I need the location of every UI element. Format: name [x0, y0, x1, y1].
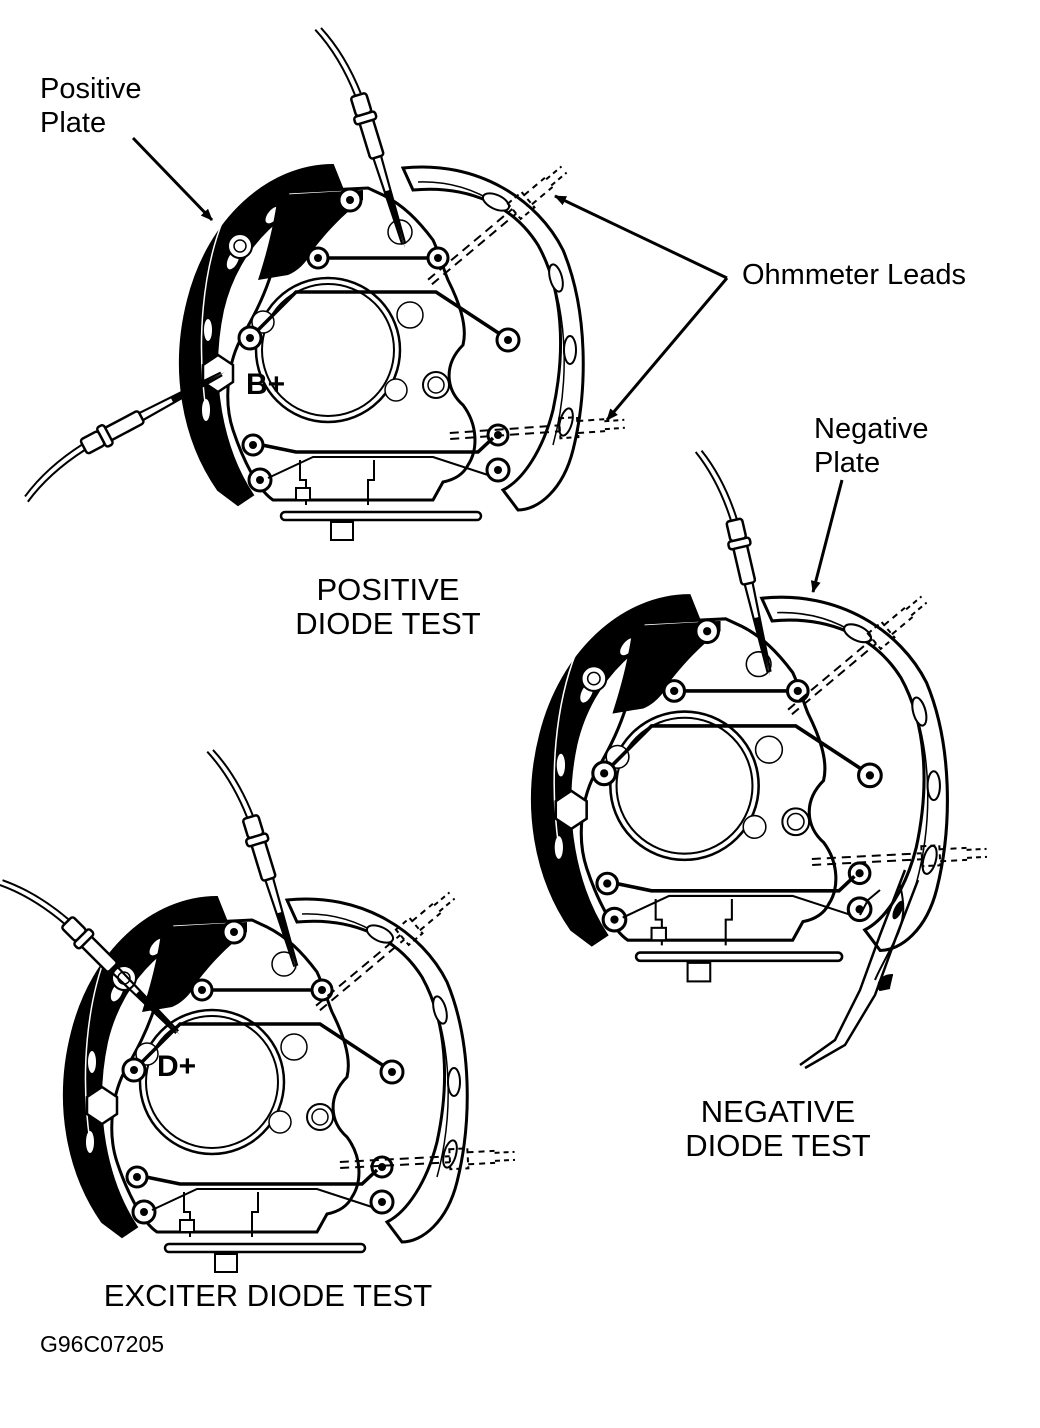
panel-positive-diode-test: B+ POSITIVE DIODE TEST	[11, 18, 627, 641]
callout-positive-plate-line2: Plate	[40, 107, 106, 139]
arrow-ohmmeter-lead-upper	[554, 194, 728, 280]
alligator-clip-lead	[799, 869, 920, 1070]
arrow-negative-plate	[810, 479, 844, 593]
rectifier-assembly-positive	[178, 163, 585, 542]
callout-positive-plate-line1: Positive	[40, 73, 142, 105]
callout-negative-plate-line1: Negative	[814, 413, 928, 445]
caption-exciter: EXCITER DIODE TEST	[104, 1278, 432, 1313]
dashed-lead-lower-negative	[810, 841, 989, 873]
figure-id: G96C07205	[40, 1331, 164, 1357]
panel-negative-diode-test: NEGATIVE DIODE TEST	[530, 443, 989, 1163]
panel-exciter-diode-test: D+ EXCITER DIODE TEST	[0, 740, 517, 1313]
callout-negative-plate: Negative Plate	[810, 413, 928, 593]
caption-positive-line1: POSITIVE	[317, 572, 460, 607]
arrow-ohmmeter-lead-lower	[605, 277, 729, 421]
terminal-mark-b-plus: B+	[246, 368, 285, 401]
terminal-mark-d-plus: D+	[157, 1050, 196, 1083]
arrow-positive-plate	[131, 136, 214, 222]
caption-negative-line1: NEGATIVE	[701, 1094, 855, 1129]
callout-negative-plate-line2: Plate	[814, 447, 880, 479]
callout-positive-plate: Positive Plate	[40, 73, 214, 222]
rectifier-assembly-exciter	[62, 895, 469, 1274]
callout-ohmmeter-leads: Ohmmeter Leads	[554, 194, 966, 421]
caption-negative-line2: DIODE TEST	[685, 1128, 871, 1163]
callout-ohmmeter-leads-text: Ohmmeter Leads	[742, 259, 966, 291]
caption-positive-line2: DIODE TEST	[295, 606, 481, 641]
